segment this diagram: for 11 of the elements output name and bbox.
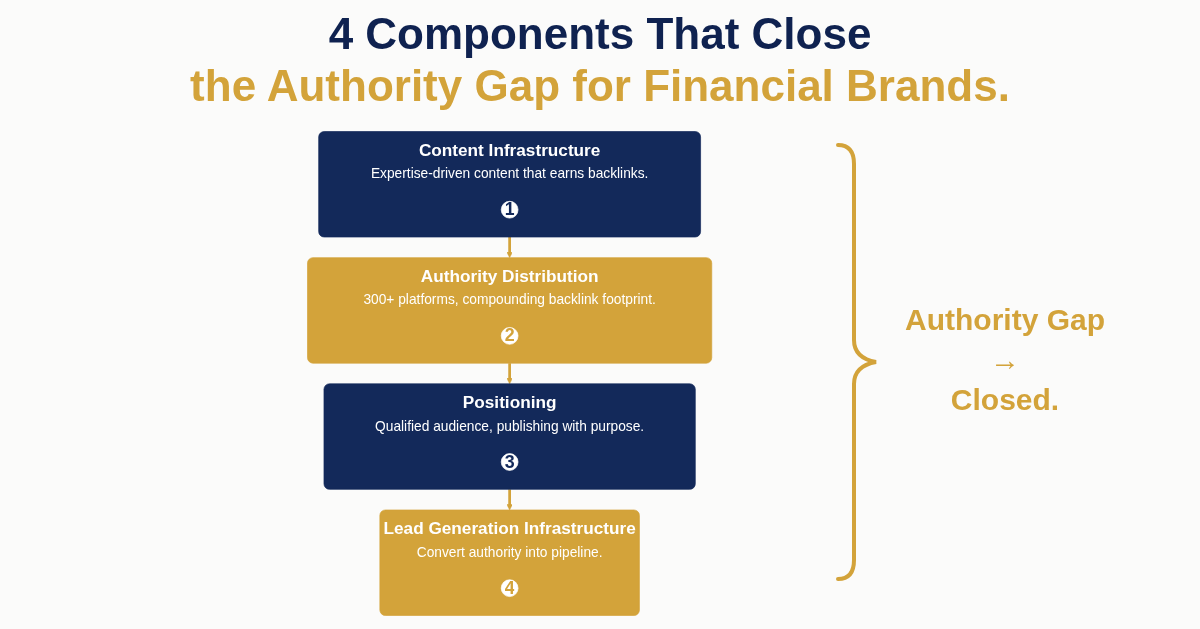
annotation-text: Authority Gap	[904, 302, 1106, 338]
node-circle: 2	[501, 327, 519, 345]
node-circle: 3	[501, 453, 519, 471]
arrow	[506, 237, 513, 258]
title: 4 Components That Close the Authority Gap for Financial Brands.	[189, 8, 1011, 112]
annotation-text: Closed.	[949, 382, 1061, 418]
node-circle: 1	[501, 200, 519, 219]
annotation-text: →	[989, 342, 1021, 378]
node-circle: 4	[501, 579, 519, 597]
arrow	[506, 363, 513, 385]
arrow	[506, 489, 513, 511]
